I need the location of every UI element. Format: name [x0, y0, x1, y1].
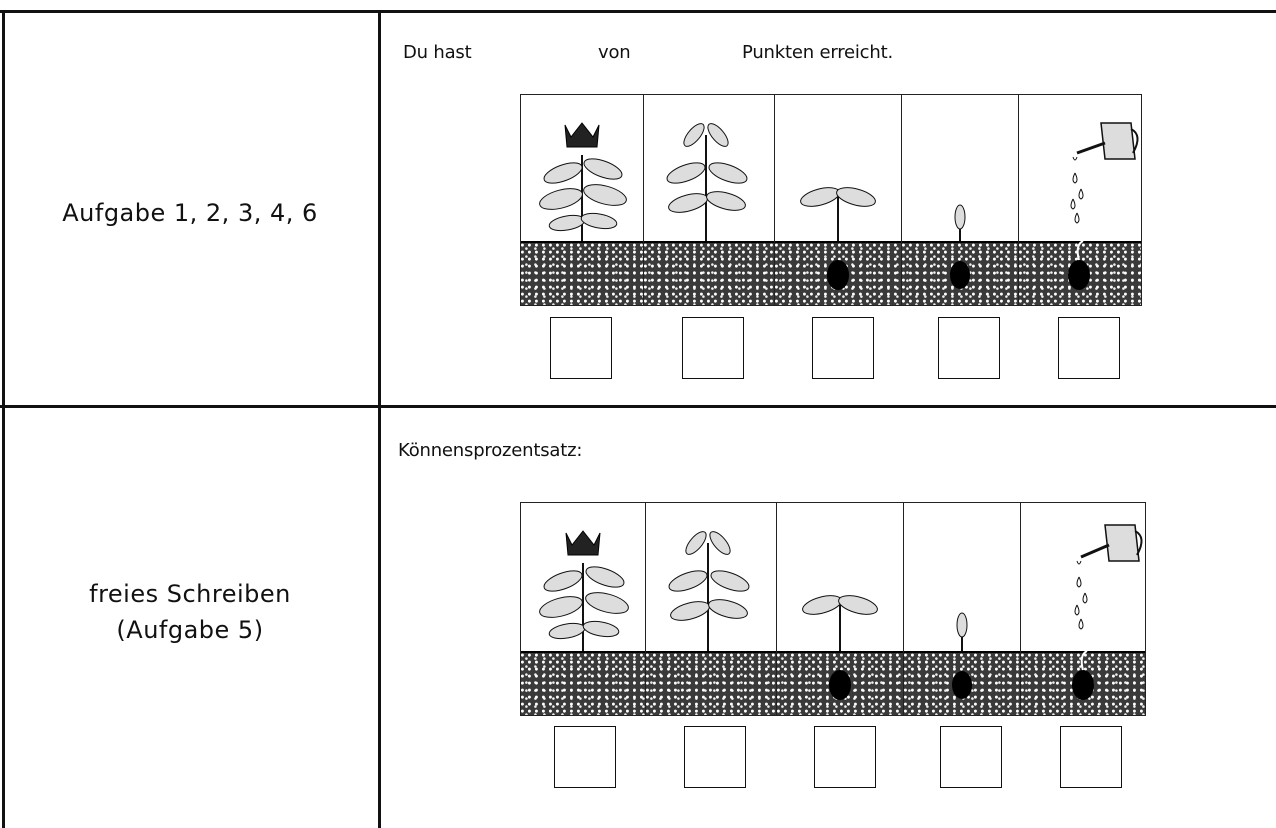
- watering-can-icon: [1070, 122, 1139, 224]
- leafy-plant-icon: [666, 123, 748, 245]
- watering-can-icon: [1074, 524, 1143, 630]
- row2-checkbox-leafy[interactable]: [684, 726, 746, 788]
- soil: [1021, 653, 1145, 715]
- row1-checkbox-seed[interactable]: [1058, 317, 1120, 379]
- row1-stage-flower: [521, 95, 644, 305]
- seed-icon: [950, 261, 970, 289]
- row2-growth-strip: [520, 502, 1146, 716]
- soil: [521, 653, 645, 715]
- row2-header-koennensprozentsatz: Könnensprozentsatz:: [398, 440, 583, 461]
- row2-stage-leafy: [646, 503, 777, 715]
- row1-header-du-hast: Du hast: [403, 42, 472, 63]
- row1-stage-sprout: [775, 95, 902, 305]
- flower-icon: [539, 122, 627, 245]
- row1-stage-watering: [1019, 95, 1142, 305]
- seed-icon: [952, 671, 972, 699]
- row1-header-von: von: [598, 42, 631, 63]
- row2-task-label: freies Schreiben (Aufgabe 5): [0, 576, 380, 648]
- soil: [644, 243, 774, 305]
- row2-stage-small-sprout: [904, 503, 1021, 715]
- soil: [646, 653, 776, 715]
- row1-growth-strip: [520, 94, 1142, 306]
- row2-stage-sprout: [777, 503, 904, 715]
- soil: [521, 243, 643, 305]
- row2-checkbox-small-sprout[interactable]: [940, 726, 1002, 788]
- table-top-border: [0, 10, 1276, 13]
- row2-checkbox-seed[interactable]: [1060, 726, 1122, 788]
- row1-checkbox-small-sprout[interactable]: [938, 317, 1000, 379]
- flower-icon: [539, 530, 629, 653]
- row1-checkbox-flower[interactable]: [550, 317, 612, 379]
- soil: [777, 653, 903, 715]
- sprout-icon: [800, 187, 876, 280]
- row1-stage-small-sprout: [902, 95, 1019, 305]
- seed-icon: [1072, 650, 1094, 700]
- row1-checkbox-sprout[interactable]: [812, 317, 874, 379]
- row2-task-label-line2: (Aufgabe 5): [116, 616, 264, 644]
- row1-task-label: Aufgabe 1, 2, 3, 4, 6: [0, 195, 380, 231]
- row2-checkbox-sprout[interactable]: [814, 726, 876, 788]
- table-middle-border: [0, 405, 1276, 408]
- row1-task-label-line: Aufgabe 1, 2, 3, 4, 6: [62, 199, 318, 227]
- row2-stage-watering: [1021, 503, 1146, 715]
- row1-checkbox-leafy[interactable]: [682, 317, 744, 379]
- row1-stage-leafy: [644, 95, 775, 305]
- row2-checkbox-flower[interactable]: [554, 726, 616, 788]
- row1-header-punkten: Punkten erreicht.: [742, 42, 893, 63]
- seed-icon: [829, 670, 851, 700]
- seed-icon: [827, 260, 849, 290]
- table-column-divider: [378, 10, 381, 828]
- table-left-border: [2, 10, 5, 828]
- seed-icon: [1068, 240, 1090, 290]
- leafy-plant-icon: [668, 531, 750, 653]
- row2-task-label-line1: freies Schreiben: [89, 580, 291, 608]
- row2-stage-flower: [521, 503, 646, 715]
